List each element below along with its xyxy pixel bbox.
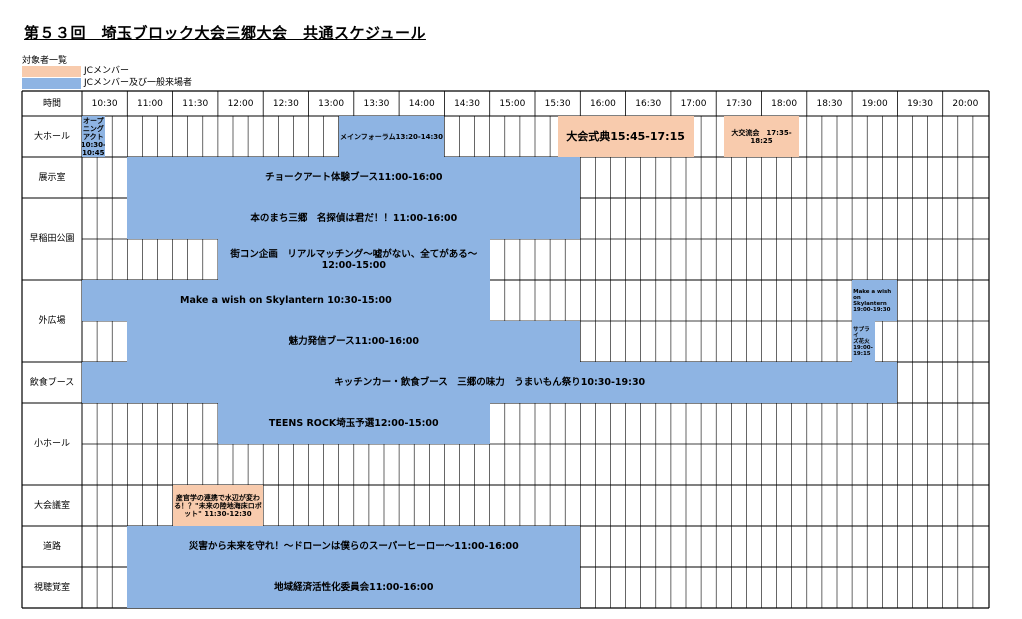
event-block: 災害から未来を守れ！～ドローンは僕らのスーパーヒーロー～11:00-16:00 xyxy=(127,526,581,567)
event-block: 本のまち三郷 名探偵は君だ！！11:00-16:00 xyxy=(127,198,581,239)
event-block: 大交流会 17:35-18:25 xyxy=(723,116,800,157)
event-text: 魅力発信ブース11:00-16:00 xyxy=(288,336,420,347)
time-header-cell: 16:00 xyxy=(589,98,616,109)
time-header-cell: 12:30 xyxy=(272,98,299,109)
legend-swatch-jc xyxy=(22,66,81,77)
event-text: 産官学の連携で水辺が変わる！？"未来の陸地海床ロボット" 11:30-12:30 xyxy=(174,493,262,518)
time-header-cell: 11:30 xyxy=(182,98,209,109)
time-header-cell: 14:00 xyxy=(408,98,435,109)
time-header-cell: 18:00 xyxy=(771,98,798,109)
time-header-cell: 19:00 xyxy=(861,98,888,109)
time-header-cell: 13:30 xyxy=(363,98,390,109)
event-block: オープニング アクト10:30- 10:45 xyxy=(82,116,105,157)
event-text: 大交流会 17:35-18:25 xyxy=(731,128,792,145)
event-block: 地域経済活性化委員会11:00-16:00 xyxy=(127,567,581,608)
time-header-cell: 13:00 xyxy=(318,98,345,109)
event-block: Make a wish on Skylantern 10:30-15:00 xyxy=(82,280,490,321)
room-label: 展示室 xyxy=(38,172,66,183)
event-block: チョークアート体験ブース11:00-16:00 xyxy=(127,157,581,198)
event-block: キッチンカー・飲食ブース 三郷の味力 うまいもん祭り10:30-19:30 xyxy=(82,362,898,403)
event-block: サプライ ズ花火 19:00- 19:15 xyxy=(852,321,875,362)
time-header-cell: 20:00 xyxy=(952,98,979,109)
room-label: 小ホール xyxy=(33,439,70,449)
time-header-cell: 15:00 xyxy=(499,98,526,109)
time-header-cell: 12:00 xyxy=(227,98,254,109)
event-block: 街コン企画 リアルマッチング～嘘がない、全てがある～12:00-15:00 xyxy=(217,239,490,280)
time-header-cell: 18:30 xyxy=(816,98,843,109)
time-header-cell: 19:30 xyxy=(907,98,933,109)
event-block: TEENS ROCK埼玉予選12:00-15:00 xyxy=(217,403,490,444)
event-text: サプライ ズ花火 19:00- 19:15 xyxy=(853,326,873,357)
event-text: 大会式典15:45-17:15 xyxy=(566,129,685,143)
event-text: メインフォーラム13:20-14:30 xyxy=(340,132,444,141)
room-label: 大ホール xyxy=(33,131,70,142)
time-header-cell: 17:00 xyxy=(680,98,707,109)
event-block: Make a wish on Skylantern 19:00-19:30 xyxy=(852,280,898,321)
time-header-cell: 11:00 xyxy=(136,98,163,109)
legend-text-public: JCメンバー及び一般来場者 xyxy=(84,78,192,88)
event-block: メインフォーラム13:20-14:30 xyxy=(338,116,445,157)
room-label: 道路 xyxy=(42,541,61,552)
event-text: TEENS ROCK埼玉予選12:00-15:00 xyxy=(268,418,439,429)
time-header-cell: 10:30 xyxy=(91,98,118,109)
header-time-label: 時間 xyxy=(42,98,61,109)
time-header-cell: 15:30 xyxy=(544,98,571,109)
event-block: 魅力発信ブース11:00-16:00 xyxy=(127,321,581,362)
event-text: Make a wish on Skylantern 19:00-19:30 xyxy=(853,288,892,313)
event-block: 大会式典15:45-17:15 xyxy=(557,116,694,157)
room-label: 外広場 xyxy=(38,316,66,326)
event-text: チョークアート体験ブース11:00-16:00 xyxy=(265,172,443,183)
legend-text-jc: JCメンバー xyxy=(84,66,129,76)
event-text: Make a wish on Skylantern 10:30-15:00 xyxy=(179,295,392,306)
event-text: 地域経済活性化委員会11:00-16:00 xyxy=(274,582,434,593)
time-header-cell: 16:30 xyxy=(635,98,662,109)
event-text: オープニング アクト10:30- 10:45 xyxy=(82,116,105,157)
page-title: 第５３回 埼玉ブロック大会三郷大会 共通スケジュール xyxy=(24,24,426,42)
room-label: 大会議室 xyxy=(33,500,70,511)
time-header-cell: 17:30 xyxy=(725,98,752,109)
room-label: 視聴覚室 xyxy=(33,582,70,593)
room-label: 飲食ブース xyxy=(29,377,75,388)
event-text: キッチンカー・飲食ブース 三郷の味力 うまいもん祭り10:30-19:30 xyxy=(334,377,646,388)
event-block: 産官学の連携で水辺が変わる！？"未来の陸地海床ロボット" 11:30-12:30 xyxy=(172,485,264,526)
legend-label: 対象者一覧 xyxy=(22,56,68,66)
event-text: 街コン企画 リアルマッチング～嘘がない、全てがある～12:00-15:00 xyxy=(230,248,478,271)
legend-swatch-public xyxy=(22,78,81,89)
event-text: 災害から未来を守れ！～ドローンは僕らのスーパーヒーロー～11:00-16:00 xyxy=(188,541,519,552)
event-text: 本のまち三郷 名探偵は君だ！！11:00-16:00 xyxy=(250,213,458,224)
time-header-cell: 14:30 xyxy=(454,98,480,109)
room-label: 早稲田公園 xyxy=(29,234,75,244)
